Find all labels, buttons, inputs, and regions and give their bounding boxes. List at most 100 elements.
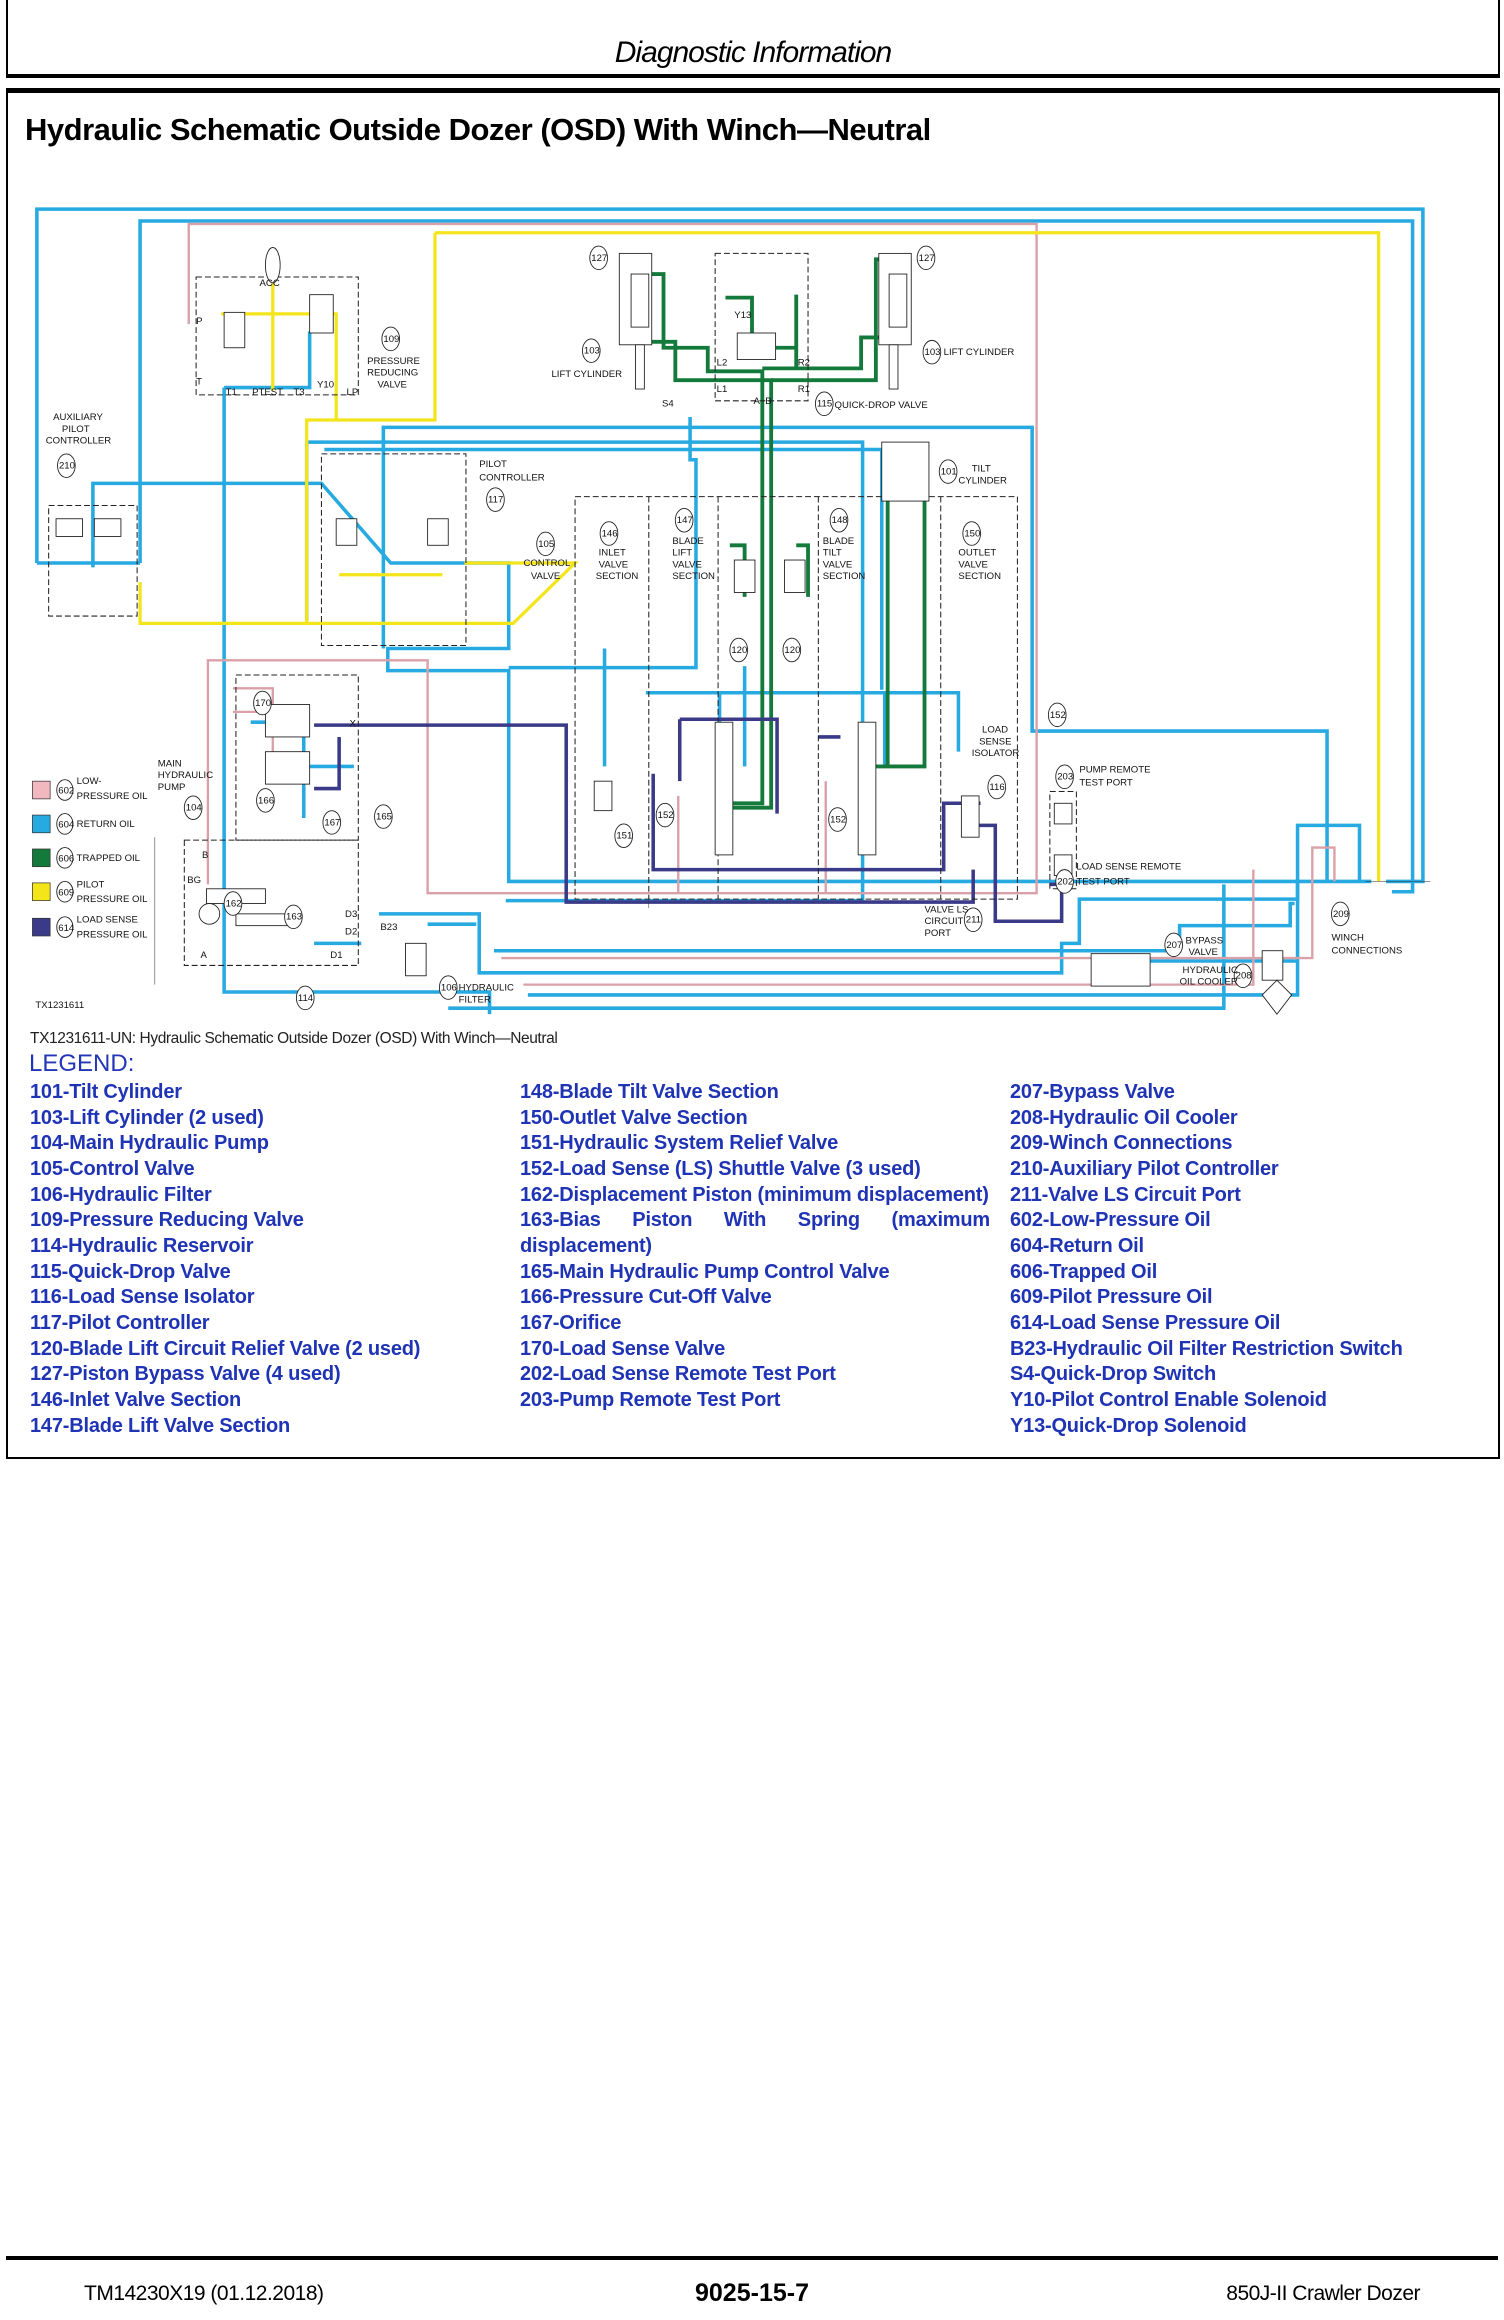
- callout-203: 203: [1057, 772, 1073, 783]
- pilot-controller-label: CONTROLLER: [479, 472, 545, 483]
- port-label: ACC: [260, 278, 280, 289]
- pump-remote-test-port-label: TEST PORT: [1079, 778, 1133, 789]
- load-sense-isolator-label: ISOLATOR: [972, 748, 1020, 759]
- footer-doc-id: TM14230X19 (01.12.2018): [84, 2282, 324, 2305]
- legend-item: 104-Main Hydraulic Pump: [30, 1132, 269, 1155]
- port-label: X: [349, 719, 356, 730]
- quick-drop-valve-label: QUICK-DROP VALVE: [835, 400, 928, 411]
- callout-211: 211: [966, 915, 981, 926]
- footer-page-number: 9025-15-7: [695, 2279, 809, 2307]
- blade-lift-valve-label: LIFT: [672, 548, 692, 559]
- port-label: D1: [330, 950, 342, 961]
- legend-item: Y13-Quick-Drop Solenoid: [1010, 1414, 1247, 1437]
- legend-item: 203-Pump Remote Test Port: [520, 1388, 781, 1411]
- legend-item: 147-Blade Lift Valve Section: [30, 1414, 291, 1437]
- port-label: R1: [798, 384, 810, 395]
- aux-pilot-controller-label: CONTROLLER: [46, 436, 112, 447]
- port-label: A: [753, 396, 760, 407]
- control-valve-label: VALVE: [531, 571, 560, 582]
- legend-item: 103-Lift Cylinder (2 used): [30, 1106, 264, 1129]
- legend-item: 207-Bypass Valve: [1010, 1081, 1175, 1103]
- legend-item: 604-Return Oil: [1010, 1234, 1144, 1257]
- y10-label: Y10: [317, 380, 334, 391]
- port-label: T: [196, 377, 202, 388]
- legend-item: Y10-Pilot Control Enable Solenoid: [1010, 1388, 1327, 1411]
- winch-connections-label: CONNECTIONS: [1331, 946, 1402, 957]
- callout-115: 115: [817, 399, 832, 410]
- callout-152: 152: [830, 814, 846, 825]
- winch-connections-label: WINCH: [1331, 932, 1364, 943]
- valve-ls-port-label: CIRCUIT: [925, 916, 964, 927]
- callout-151: 151: [616, 831, 632, 842]
- inlet-valve-label: INLET: [599, 548, 626, 559]
- legend-column-1: 101-Tilt Cylinder 103-Lift Cylinder (2 us…: [30, 1080, 500, 1439]
- aux-pilot-controller-label: PILOT: [62, 424, 90, 435]
- legend-item: 202-Load Sense Remote Test Port: [520, 1363, 836, 1386]
- callout-114: 114: [298, 993, 314, 1004]
- callout-170: 170: [255, 698, 271, 709]
- footer-model: 850J-II Crawler Dozer: [1226, 2282, 1420, 2305]
- legend-item: 152-Load Sense (LS) Shuttle Valve (3 use…: [520, 1157, 921, 1180]
- port-label: D2: [345, 926, 357, 937]
- load-sense-isolator-label: LOAD: [982, 725, 1008, 736]
- pilot-controller-label: PILOT: [479, 459, 507, 470]
- key-swatch-low-pressure: [32, 780, 51, 800]
- tilt-cylinder-label: TILT: [972, 464, 991, 475]
- callout-109: 109: [383, 334, 399, 345]
- legend-item: 109-Pressure Reducing Valve: [30, 1209, 304, 1232]
- hydraulic-filter-label: FILTER: [459, 994, 491, 1005]
- port-label: BG: [187, 875, 201, 886]
- callout-104: 104: [186, 803, 203, 814]
- valve-ls-port-label: PORT: [925, 928, 952, 939]
- legend-item: 165-Main Hydraulic Pump Control Valve: [520, 1260, 890, 1283]
- outlet-valve-label: SECTION: [958, 571, 1001, 582]
- legend-item: 166-Pressure Cut-Off Valve: [520, 1286, 772, 1309]
- load-sense-remote-test-port-label: TEST PORT: [1076, 876, 1130, 887]
- key-swatch-load-sense: [32, 917, 51, 937]
- legend-item: 117-Pilot Controller: [30, 1311, 210, 1334]
- legend-item: 101-Tilt Cylinder: [30, 1081, 182, 1103]
- key-swatch-trapped: [32, 848, 51, 868]
- blade-tilt-valve-label: BLADE: [823, 536, 854, 547]
- control-valve-label: CONTROL: [523, 558, 571, 569]
- port-label: A: [201, 950, 208, 961]
- legend-item: 146-Inlet Valve Section: [30, 1388, 242, 1411]
- oil-cooler-label: HYDRAULIC: [1183, 965, 1238, 976]
- key-label: PRESSURE OIL: [77, 894, 148, 905]
- blade-lift-valve-label: VALVE: [672, 559, 701, 570]
- legend-item: 127-Piston Bypass Valve (4 used): [30, 1363, 341, 1386]
- legend-item: 151-Hydraulic System Relief Valve: [520, 1132, 839, 1155]
- main-pump-label: MAIN: [158, 758, 182, 769]
- legend-item: 148-Blade Tilt Valve Section: [520, 1081, 779, 1103]
- inlet-valve-label: SECTION: [596, 571, 639, 582]
- callout-117: 117: [488, 495, 503, 506]
- outlet-valve-label: OUTLET: [958, 548, 996, 559]
- legend-item: 105-Control Valve: [30, 1157, 195, 1180]
- component-outlines: [48, 247, 1431, 1015]
- pressure-reducing-valve-label: PRESSURE: [367, 356, 420, 367]
- key-code: 604: [58, 820, 75, 831]
- callout-148: 148: [832, 515, 848, 526]
- legend-item: B23-Hydraulic Oil Filter Restriction Swi…: [1010, 1337, 1403, 1360]
- key-code: 606: [58, 854, 74, 865]
- port-label: T3: [293, 387, 304, 398]
- port-label: R2: [798, 357, 810, 368]
- blade-tilt-valve-label: VALVE: [823, 559, 852, 570]
- callout-circles: [57, 245, 1350, 1011]
- key-label: LOW-: [77, 776, 102, 787]
- callout-162: 162: [226, 898, 242, 909]
- port-label: D3: [345, 909, 357, 920]
- y13-label: Y13: [734, 310, 751, 321]
- callout-101: 101: [941, 467, 957, 478]
- lift-cylinder-label: LIFT CYLINDER: [551, 369, 622, 380]
- callout-120: 120: [731, 645, 747, 656]
- legend-heading: LEGEND:: [29, 1050, 135, 1077]
- callout-116: 116: [989, 782, 1004, 793]
- main-pump-label: PUMP: [158, 782, 186, 793]
- key-label: LOAD SENSE: [77, 915, 138, 926]
- inlet-valve-label: VALVE: [599, 559, 628, 570]
- key-code: 602: [58, 786, 74, 797]
- key-label: PRESSURE OIL: [77, 929, 148, 940]
